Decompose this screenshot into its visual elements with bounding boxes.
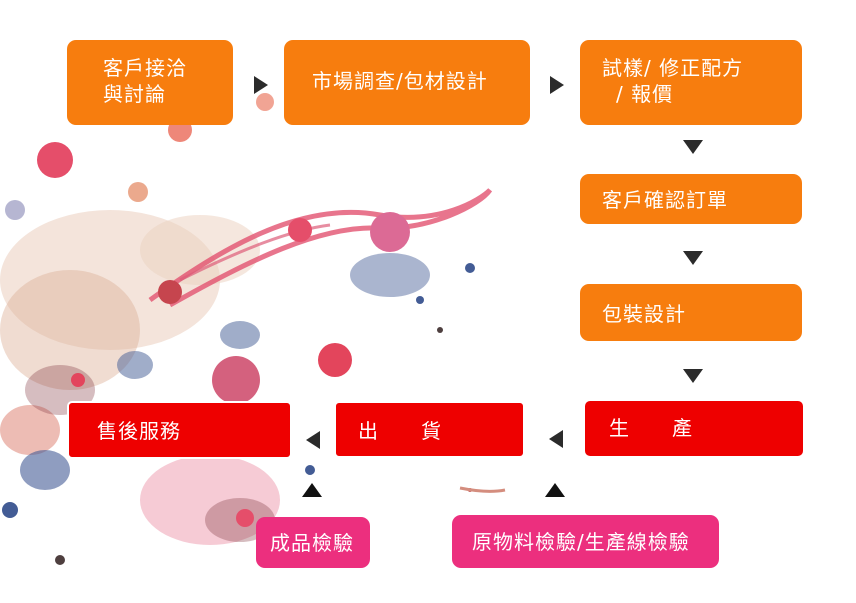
arrow-down-icon [683,140,703,154]
arrow-down-icon [683,251,703,265]
arrow-down-icon [683,369,703,383]
step-market-research-label: 市場調查/包材設計 [312,69,488,93]
step-sample-revision-line2: / 報價 [616,82,674,106]
step-production: 生 產 [585,401,803,456]
step-production-label: 生 產 [609,416,693,440]
arrow-right-icon [254,76,268,94]
step-material-inspection-label: 原物料檢驗/生產線檢驗 [472,530,690,554]
step-customer-consult-line2: 與討論 [103,82,166,106]
step-customer-consult: 客戶接洽 與討論 [67,40,233,125]
step-shipping-label: 出 貨 [358,419,442,443]
arrow-right-icon [550,76,564,94]
step-after-sales: 售後服務 [67,401,292,459]
step-market-research: 市場調查/包材設計 [284,40,530,125]
arrow-up-icon [302,483,322,497]
arrow-left-icon [306,431,320,449]
step-finished-inspection-label: 成品檢驗 [270,531,354,555]
step-sample-revision: 試樣/ 修正配方 / 報價 [580,40,802,125]
step-customer-consult-line1: 客戶接洽 [103,56,187,80]
step-finished-inspection: 成品檢驗 [256,517,370,568]
step-shipping: 出 貨 [334,401,525,458]
arrow-up-icon [545,483,565,497]
step-sample-revision-line1: 試樣/ 修正配方 [602,56,744,80]
step-packaging-design-label: 包裝設計 [602,302,686,326]
step-order-confirm-label: 客戶確認訂單 [602,188,728,212]
arrow-left-icon [549,430,563,448]
step-after-sales-label: 售後服務 [97,419,181,443]
step-material-inspection: 原物料檢驗/生產線檢驗 [452,515,719,568]
step-packaging-design: 包裝設計 [580,284,802,341]
step-order-confirm: 客戶確認訂單 [580,174,802,224]
